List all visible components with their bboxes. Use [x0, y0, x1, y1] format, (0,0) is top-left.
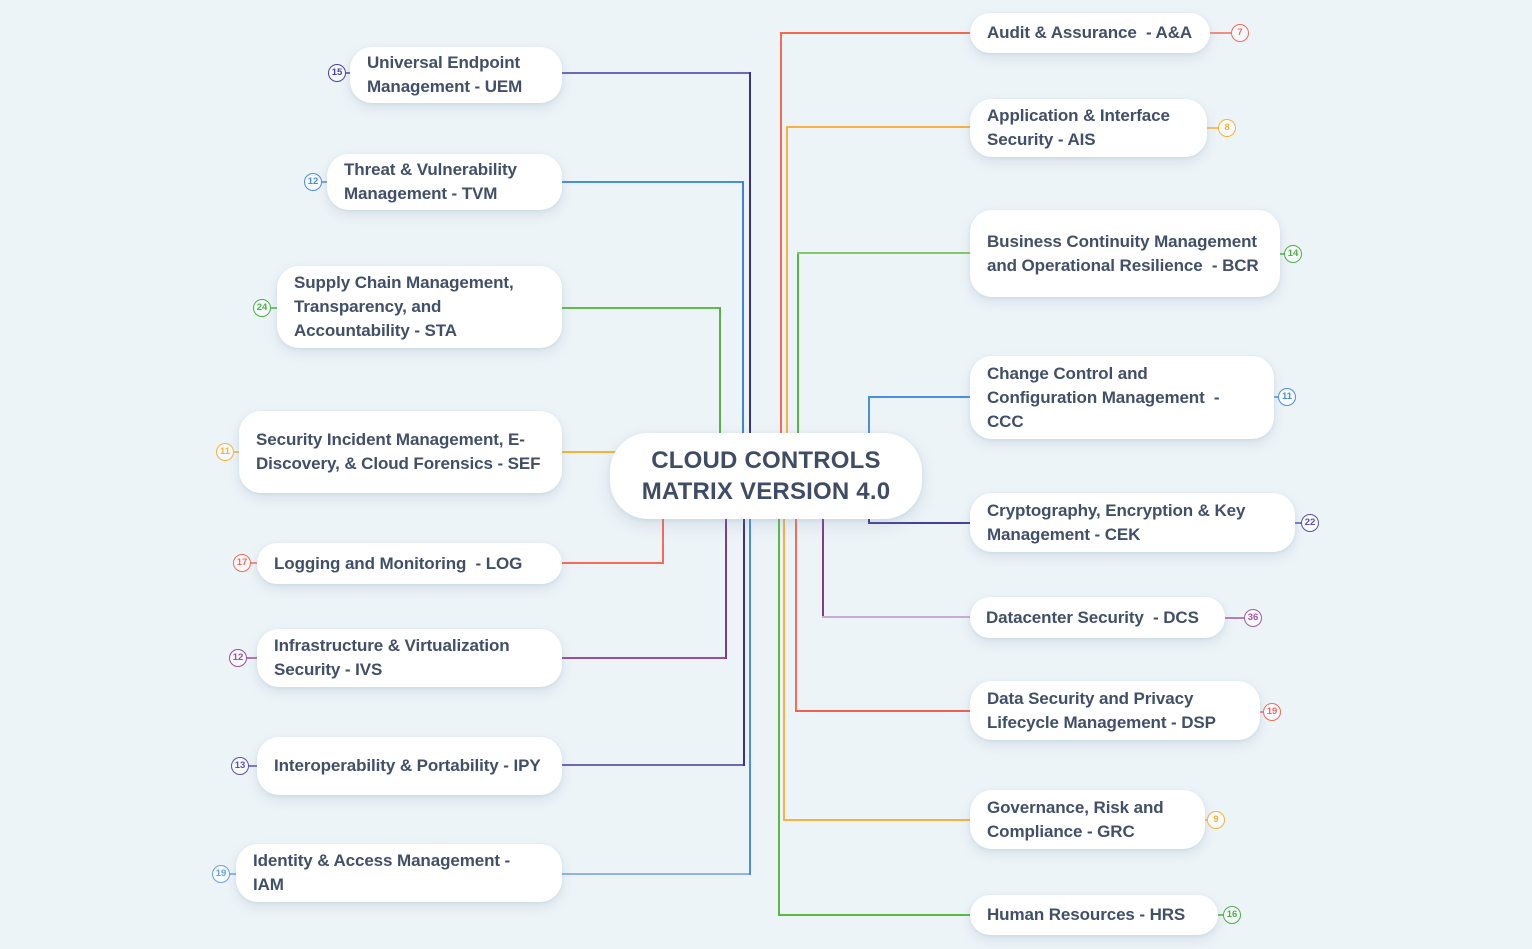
badge-grc[interactable]: 9 — [1207, 811, 1225, 829]
node-iam[interactable]: Identity & Access Management - IAM — [236, 844, 562, 902]
badge-sef-count: 11 — [219, 446, 231, 458]
badge-ivs[interactable]: 12 — [229, 649, 247, 667]
node-ccc[interactable]: Change Control and Configuration Managem… — [970, 356, 1274, 439]
badge-sef[interactable]: 11 — [216, 443, 234, 461]
node-dsp[interactable]: Data Security and Privacy Lifecycle Mana… — [970, 681, 1260, 740]
badge-ccc-count: 11 — [1281, 391, 1293, 403]
node-hrs[interactable]: Human Resources - HRS — [970, 895, 1218, 935]
node-tvm[interactable]: Threat & Vulnerability Management - TVM — [327, 154, 562, 210]
node-grc[interactable]: Governance, Risk and Compliance - GRC — [970, 790, 1205, 849]
node-bcr-label: Business Continuity Management and Opera… — [987, 231, 1262, 275]
node-sef-label: Security Incident Management, E-Discover… — [256, 430, 541, 473]
node-aa[interactable]: Audit & Assurance - A&A — [970, 13, 1210, 53]
badge-grc-count: 9 — [1213, 814, 1219, 826]
node-uem[interactable]: Universal Endpoint Management - UEM — [350, 47, 562, 103]
center-topic-label: CLOUD CONTROLS MATRIX VERSION 4.0 — [641, 447, 891, 505]
node-dcs[interactable]: Datacenter Security - DCS — [970, 597, 1225, 638]
node-bcr[interactable]: Business Continuity Management and Opera… — [970, 210, 1280, 297]
badge-bcr[interactable]: 14 — [1284, 245, 1302, 263]
badge-cek-count: 22 — [1304, 517, 1316, 529]
node-uem-label: Universal Endpoint Management - UEM — [367, 53, 525, 96]
node-cek-label: Cryptography, Encryption & Key Managemen… — [987, 500, 1250, 544]
badge-sta[interactable]: 24 — [253, 299, 271, 317]
badge-bcr-count: 14 — [1287, 248, 1299, 260]
badge-sta-count: 24 — [256, 302, 268, 314]
node-sef[interactable]: Security Incident Management, E-Discover… — [239, 411, 562, 493]
node-ccc-label: Change Control and Configuration Managem… — [987, 363, 1225, 431]
node-ipy[interactable]: Interoperability & Portability - IPY — [257, 737, 562, 795]
badge-hrs-count: 16 — [1226, 909, 1238, 921]
badge-ipy[interactable]: 13 — [231, 757, 249, 775]
node-sta[interactable]: Supply Chain Management, Transparency, a… — [277, 266, 562, 348]
node-log[interactable]: Logging and Monitoring - LOG — [257, 543, 562, 584]
badge-log-count: 17 — [236, 557, 248, 569]
badge-ipy-count: 13 — [234, 760, 246, 772]
badge-hrs[interactable]: 16 — [1223, 906, 1241, 924]
badge-dcs[interactable]: 36 — [1244, 609, 1262, 627]
badge-ais-count: 8 — [1224, 122, 1230, 134]
badge-uem[interactable]: 15 — [328, 64, 346, 82]
node-ipy-label: Interoperability & Portability - IPY — [274, 756, 541, 775]
center-topic[interactable]: CLOUD CONTROLS MATRIX VERSION 4.0 — [610, 433, 922, 519]
node-ivs[interactable]: Infrastructure & Virtualization Security… — [257, 629, 562, 687]
badge-iam-count: 19 — [215, 868, 227, 880]
node-iam-label: Identity & Access Management - IAM — [253, 851, 515, 894]
badge-ais[interactable]: 8 — [1218, 119, 1236, 137]
badge-log[interactable]: 17 — [233, 554, 251, 572]
badge-tvm-count: 12 — [307, 176, 319, 188]
node-cek[interactable]: Cryptography, Encryption & Key Managemen… — [970, 493, 1295, 552]
badge-iam[interactable]: 19 — [212, 865, 230, 883]
badge-ivs-count: 12 — [232, 652, 244, 664]
node-tvm-label: Threat & Vulnerability Management - TVM — [344, 160, 522, 203]
badge-dsp[interactable]: 19 — [1263, 703, 1281, 721]
node-grc-label: Governance, Risk and Compliance - GRC — [987, 797, 1169, 841]
badge-tvm[interactable]: 12 — [304, 173, 322, 191]
badge-uem-count: 15 — [331, 67, 343, 79]
node-hrs-label: Human Resources - HRS — [987, 905, 1186, 924]
badge-aa-count: 7 — [1237, 27, 1243, 39]
node-sta-label: Supply Chain Management, Transparency, a… — [294, 273, 519, 340]
node-dsp-label: Data Security and Privacy Lifecycle Mana… — [987, 688, 1216, 732]
node-ais[interactable]: Application & Interface Security - AIS — [970, 99, 1207, 157]
node-ivs-label: Infrastructure & Virtualization Security… — [274, 636, 515, 679]
badge-aa[interactable]: 7 — [1231, 24, 1249, 42]
node-dcs-label: Datacenter Security - DCS — [986, 607, 1199, 627]
node-log-label: Logging and Monitoring - LOG — [274, 553, 523, 573]
node-ais-label: Application & Interface Security - AIS — [987, 106, 1175, 149]
badge-ccc[interactable]: 11 — [1278, 388, 1296, 406]
badge-cek[interactable]: 22 — [1301, 514, 1319, 532]
badge-dcs-count: 36 — [1247, 612, 1259, 624]
node-aa-label: Audit & Assurance - A&A — [987, 23, 1193, 42]
badge-dsp-count: 19 — [1266, 706, 1278, 718]
